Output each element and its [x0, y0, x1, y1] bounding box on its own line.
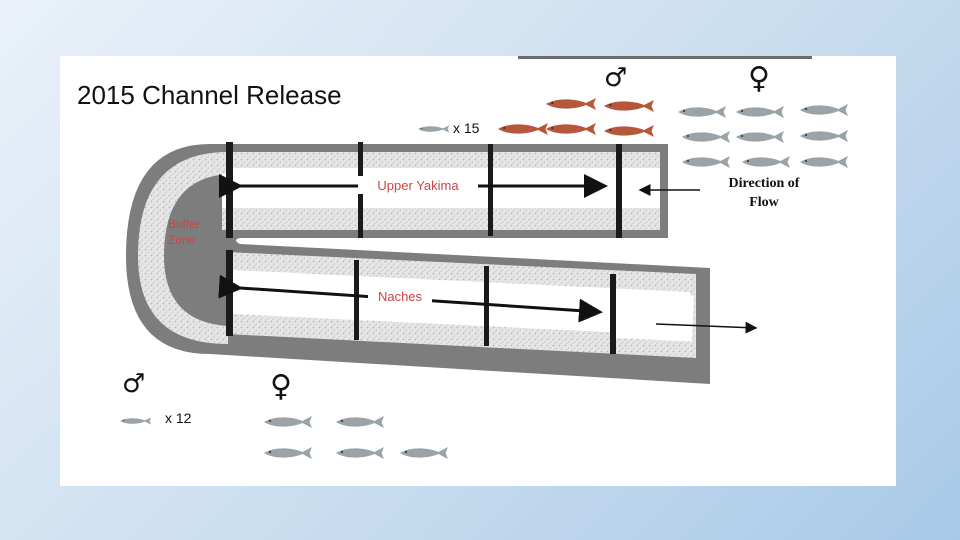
- female-fish-icon: [678, 106, 726, 118]
- lower-divider-2: [354, 260, 359, 340]
- flow-label-line1: Direction of: [729, 176, 800, 191]
- bottom-male-symbol: ♂: [122, 369, 145, 399]
- upper-divider-1: [226, 142, 233, 238]
- outlet-extension: [613, 292, 694, 342]
- female-fish-icon: [400, 447, 448, 459]
- top-male-fish-group: [498, 98, 654, 137]
- male-fish-icon: [546, 123, 596, 135]
- female-fish-icon: [336, 416, 384, 428]
- female-fish-icon: [682, 156, 730, 168]
- top-male-symbol: ♂: [604, 63, 627, 93]
- female-fish-icon: [742, 156, 790, 168]
- slide: Upper Yakima Naches Buffer Zone Directio…: [60, 56, 896, 486]
- female-fish-icon: [800, 156, 848, 168]
- male-fish-icon: [546, 98, 596, 110]
- lower-divider-1: [226, 250, 233, 336]
- upper-channel-label: Upper Yakima: [377, 178, 459, 193]
- bottom-count-label: x 12: [165, 410, 192, 426]
- female-fish-icon: [336, 447, 384, 459]
- buffer-zone-label-line1: Buffer: [168, 217, 200, 231]
- channel-diagram: Upper Yakima Naches Buffer Zone Directio…: [120, 61, 848, 459]
- bottom-count-fish-icon: [120, 417, 152, 425]
- female-fish-icon: [800, 104, 848, 116]
- female-fish-icon: [736, 131, 784, 143]
- female-fish-icon: [800, 130, 848, 142]
- upper-divider-3: [488, 144, 493, 236]
- slide-title: 2015 Channel Release: [77, 80, 342, 110]
- female-fish-icon: [264, 416, 312, 428]
- female-fish-icon: [264, 447, 312, 459]
- bottom-female-symbol: ♀: [270, 369, 292, 404]
- top-female-fish-group: [678, 104, 848, 168]
- buffer-zone-label-line2: Zone: [168, 233, 196, 247]
- male-fish-icon: [498, 123, 548, 135]
- top-rule: [518, 56, 812, 59]
- lower-channel-label: Naches: [378, 289, 423, 304]
- buffer-zone-bed: [138, 152, 228, 344]
- top-count-fish-icon: [418, 125, 450, 133]
- male-fish-icon: [604, 125, 654, 137]
- male-fish-icon: [604, 100, 654, 112]
- upper-divider-4: [616, 144, 622, 238]
- female-fish-icon: [736, 106, 784, 118]
- outlet-arrow: [655, 321, 758, 334]
- lower-divider-4: [610, 274, 616, 354]
- flow-label-line2: Flow: [749, 195, 779, 210]
- top-female-symbol: ♀: [748, 61, 770, 96]
- female-fish-icon: [682, 131, 730, 143]
- top-count-label: x 15: [453, 120, 480, 136]
- bottom-female-fish-group: [264, 416, 448, 459]
